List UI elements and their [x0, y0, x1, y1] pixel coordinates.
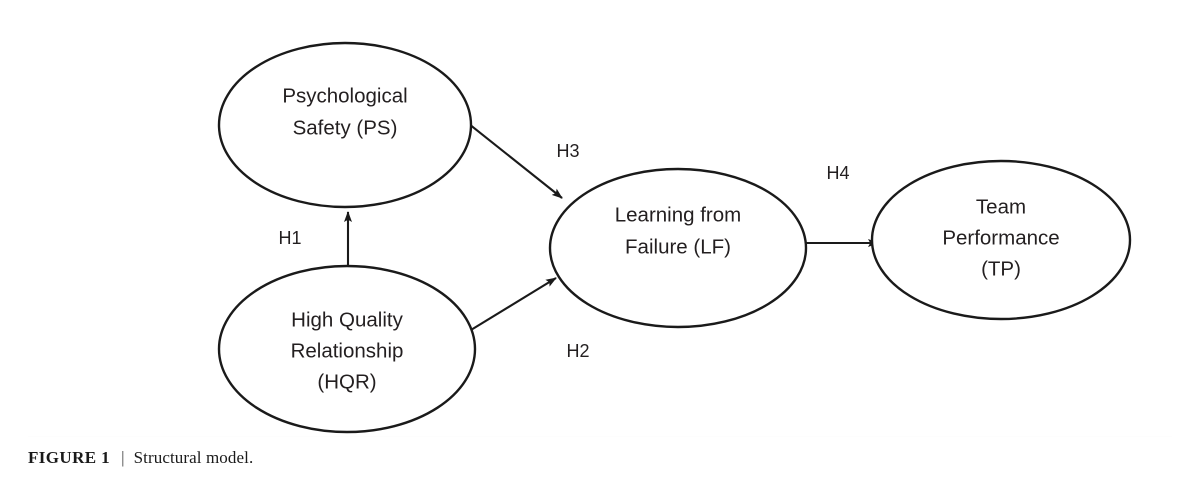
node-high-quality-relationship: High Quality Relationship (HQR)	[217, 264, 477, 434]
path-h1-label: H1	[278, 228, 301, 248]
node-psychological-safety-line-1: Psychological	[282, 84, 407, 107]
figure-caption: FIGURE 1 | Structural model.	[28, 448, 253, 468]
path-h3-arrow	[463, 119, 563, 199]
node-high-quality-relationship-line-3: (HQR)	[317, 370, 376, 393]
node-learning-from-failure-shape	[548, 167, 808, 329]
node-high-quality-relationship-line-1: High Quality	[291, 308, 403, 331]
figure-caption-label: FIGURE 1	[28, 448, 111, 467]
path-h4: H4	[804, 163, 879, 247]
structural-model-diagram: H1 H2 H3 H4 Psychological Safety (PS) Hi…	[217, 41, 1132, 434]
node-learning-from-failure-line-2: Failure (LF)	[625, 235, 731, 258]
node-learning-from-failure: Learning from Failure (LF)	[548, 167, 808, 329]
node-team-performance-line-3: (TP)	[981, 257, 1021, 280]
figure-caption-text: Structural model.	[133, 448, 254, 467]
path-h2-label: H2	[566, 341, 589, 361]
path-h4-label: H4	[826, 163, 849, 183]
node-team-performance-line-2: Performance	[942, 226, 1059, 249]
node-psychological-safety-line-2: Safety (PS)	[293, 116, 398, 139]
path-h2: H2	[465, 277, 590, 361]
node-psychological-safety: Psychological Safety (PS)	[217, 41, 473, 209]
path-h1: H1	[278, 211, 352, 266]
node-high-quality-relationship-line-2: Relationship	[291, 339, 404, 362]
caption-divider	[28, 436, 1172, 437]
path-h3: H3	[463, 119, 580, 199]
path-h2-arrow	[465, 277, 557, 334]
figure-caption-separator: |	[121, 448, 125, 467]
node-high-quality-relationship-shape	[217, 264, 477, 434]
path-h3-label: H3	[556, 141, 579, 161]
node-psychological-safety-shape	[217, 41, 473, 209]
node-team-performance-line-1: Team	[976, 195, 1026, 218]
node-team-performance: Team Performance (TP)	[870, 159, 1132, 321]
node-learning-from-failure-line-1: Learning from	[615, 203, 741, 226]
node-team-performance-shape	[870, 159, 1132, 321]
